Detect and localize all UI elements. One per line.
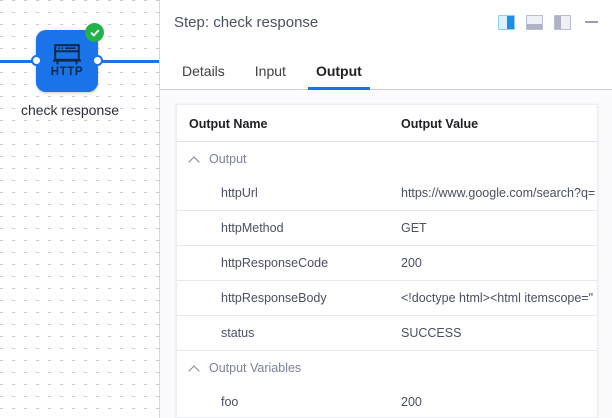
group-label: Output [209, 152, 247, 166]
output-name-cell: httpUrl [177, 176, 389, 211]
http-node-icon-label: HTTP [50, 65, 84, 78]
page-title: Step: check response [174, 13, 319, 31]
tab-output[interactable]: Output [307, 63, 370, 90]
output-value-cell: https://www.google.com/search?q= [389, 176, 597, 211]
panel-body: Output Name Output Value Output [160, 90, 612, 418]
workflow-node-check-response[interactable]: HTTP [36, 30, 98, 92]
output-value-cell: 200 [389, 245, 597, 281]
chevron-up-icon[interactable] [189, 154, 200, 165]
node-input-handle[interactable] [31, 55, 42, 66]
node-caption: check response [20, 102, 120, 118]
panel-tabs: Details Input Output [160, 44, 612, 90]
table-row[interactable]: status SUCCESS [177, 315, 597, 351]
dock-left-icon[interactable] [554, 14, 571, 30]
node-output-handle[interactable] [92, 55, 103, 66]
minimize-icon[interactable] [585, 21, 598, 23]
group-label: Output Variables [209, 361, 302, 375]
table-group-row[interactable]: Output Variables [177, 351, 597, 386]
table-row[interactable]: httpResponseCode 200 [177, 245, 597, 281]
output-name-cell: httpMethod [177, 210, 389, 246]
output-value-cell: <!doctype html><html itemscope=" [389, 280, 597, 316]
output-name-cell: httpResponseCode [177, 245, 389, 281]
http-node-icon [52, 43, 82, 66]
dock-bottom-icon[interactable] [526, 14, 543, 30]
output-name-cell: foo [221, 395, 239, 409]
panel-header: Step: check response [160, 0, 612, 44]
step-details-panel: Step: check response Details Input Outpu… [160, 0, 612, 418]
panel-layout-controls [498, 14, 598, 30]
output-table: Output Name Output Value Output [177, 105, 597, 417]
tab-input[interactable]: Input [254, 63, 286, 79]
table-header-row: Output Name Output Value [177, 105, 597, 142]
table-group-row[interactable]: Output [177, 142, 597, 177]
column-header-output-value: Output Value [389, 105, 597, 142]
output-value-cell: 200 [401, 395, 422, 409]
column-header-output-name: Output Name [177, 105, 389, 142]
table-row[interactable]: httpMethod GET [177, 210, 597, 246]
table-row[interactable]: httpUrl https://www.google.com/search?q= [177, 176, 597, 211]
output-value-cell: SUCCESS [389, 315, 597, 351]
tab-details[interactable]: Details [182, 63, 225, 79]
output-value-cell: GET [389, 210, 597, 246]
table-row[interactable]: foo 200 [177, 385, 597, 417]
dock-right-icon[interactable] [498, 14, 515, 30]
output-name-cell: httpResponseBody [177, 280, 389, 316]
output-table-card: Output Name Output Value Output [176, 104, 598, 418]
chevron-up-icon[interactable] [189, 363, 200, 374]
check-circle-icon [85, 23, 104, 42]
workflow-canvas[interactable]: HTTP check response [0, 0, 160, 418]
output-name-cell: status [177, 315, 389, 351]
table-row[interactable]: httpResponseBody <!doctype html><html it… [177, 280, 597, 316]
